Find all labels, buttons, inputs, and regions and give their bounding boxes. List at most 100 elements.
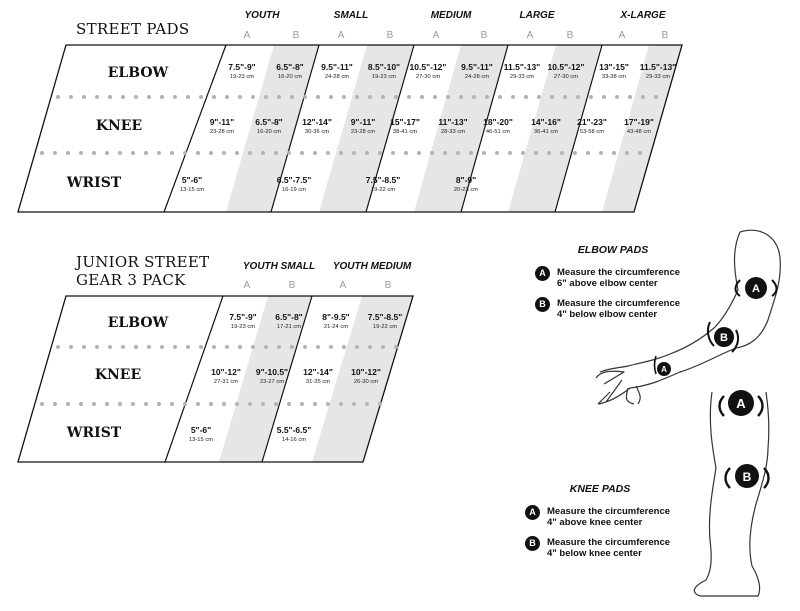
shade-band-medium-b [414, 45, 508, 212]
svg-text:A: A [661, 365, 667, 374]
col-letter: A [243, 280, 251, 291]
street-pads-frame [17, 44, 683, 213]
measure-cell: 9"-11"23-28 cm [350, 117, 376, 135]
street-pads-title: STREET PADS [76, 20, 190, 38]
divider [365, 44, 415, 213]
instruction-line: Measure the circumference [557, 298, 681, 309]
measure-cell: 8"-9"20-23 cm [453, 175, 479, 193]
knee-pads-heading: KNEE PADS [569, 483, 631, 495]
col-letter: A [337, 30, 345, 41]
row-label-wrist: WRIST [66, 175, 122, 191]
junior-pads-title-line1: JUNIOR STREET [76, 253, 210, 271]
measure-cell: 6.5"-8"16-20 cm [255, 117, 283, 135]
measure-cell: 7.5"-8.5"19-22 cm [365, 175, 401, 193]
col-letter: A [243, 30, 251, 41]
measure-cell: 12"-14"31-35 cm [303, 367, 333, 385]
measure-cell: 15"-17"38-41 cm [390, 117, 420, 135]
size-header-youth-medium: YOUTH MEDIUM [332, 261, 412, 272]
divider [460, 44, 509, 213]
junior-pads-frame [17, 295, 414, 463]
shade-band-small-b [319, 45, 414, 212]
col-letter: A [526, 30, 534, 41]
measure-cell: 14"-16"36-41 cm [531, 117, 561, 135]
col-letter: B [566, 30, 574, 41]
svg-text:B: B [720, 332, 728, 344]
measure-cell: 21"-23"53-58 cm [577, 117, 607, 135]
measure-cell: 9"-11"23-28 cm [209, 117, 235, 135]
badge-b-icon: B [535, 297, 550, 312]
measure-cell: 5"-6"13-15 cm [188, 425, 214, 443]
knee-marker-a-icon: A [718, 390, 764, 417]
shade-band-ymedium-b [312, 296, 413, 462]
knee-marker-b-icon: B [724, 464, 770, 489]
divider [163, 44, 227, 213]
row-label-elbow: ELBOW [107, 65, 169, 81]
instruction-line: 4" above knee center [547, 517, 643, 528]
size-header-xlarge: X-LARGE [620, 10, 666, 21]
measure-cell: 18"-20"46-51 cm [483, 117, 513, 135]
measure-cell: 7.5"-9"19-23 cm [228, 62, 256, 80]
row-label-wrist: WRIST [66, 425, 122, 441]
divider [261, 295, 313, 463]
measure-cell: 10.5"-12"27-30 cm [547, 62, 585, 80]
measure-cell: 7.5"-8.5"19-22 cm [367, 312, 403, 330]
svg-text:B: B [743, 470, 752, 484]
col-letter: B [480, 30, 488, 41]
size-header-large: LARGE [519, 10, 555, 21]
elbow-pads-heading: ELBOW PADS [577, 244, 649, 256]
instruction-line: Measure the circumference [547, 537, 671, 548]
size-header-medium: MEDIUM [430, 10, 472, 21]
size-header-small: SMALL [333, 10, 369, 21]
row-label-knee: KNEE [95, 118, 143, 134]
row-label-knee: KNEE [94, 367, 142, 383]
divider [554, 44, 603, 213]
col-letter: A [339, 280, 347, 291]
instruction-line: Measure the circumference [547, 506, 671, 517]
measure-cell: 6.5"-8"16-20 cm [276, 62, 304, 80]
measure-cell: 17"-19"43-48 cm [624, 117, 654, 135]
measure-cell: 11"-13"28-33 cm [438, 117, 468, 135]
measure-cell: 12"-14"30-36 cm [302, 117, 332, 135]
row-label-elbow: ELBOW [107, 315, 169, 331]
badge-b-icon: B [525, 536, 540, 551]
measure-cell: 5.5"-6.5"14-16 cm [276, 425, 312, 443]
measure-cell: 11.5"-13"29-33 cm [639, 62, 677, 80]
leg-illustration [693, 391, 770, 597]
measure-cell: 13"-15"33-38 cm [599, 62, 629, 80]
measure-cell: 7.5"-9"19-23 cm [229, 312, 257, 330]
measure-cell: 10.5"-12"27-30 cm [409, 62, 447, 80]
col-letter: B [386, 30, 394, 41]
elbow-marker-b-icon: B [706, 321, 740, 353]
measure-cell: 9.5"-11"24-28 cm [461, 62, 493, 80]
wrist-marker-icon: A [653, 355, 671, 376]
shade-band-youth-b [226, 45, 319, 212]
col-letter: B [661, 30, 669, 41]
col-letter: A [432, 30, 440, 41]
measure-cell: 11.5"-13"29-33 cm [503, 62, 541, 80]
measure-cell: 6.5"-8"17-21 cm [275, 312, 303, 330]
divider [164, 295, 224, 463]
svg-text:A: A [752, 283, 760, 295]
instruction-line: 4" below knee center [547, 548, 642, 559]
measure-cell: 9.5"-11"24-28 cm [321, 62, 353, 80]
elbow-marker-a-icon: A [734, 277, 778, 299]
shade-band-ysmall-b [219, 296, 312, 462]
shade-band-large-b [508, 45, 601, 212]
col-letter: B [292, 30, 300, 41]
col-letter: A [618, 30, 626, 41]
col-letter: B [384, 280, 392, 291]
junior-pads-title-line2: GEAR 3 PACK [76, 271, 186, 289]
measure-cell: 5"-6"13-15 cm [179, 175, 205, 193]
badge-a-icon: A [525, 505, 540, 520]
svg-text:A: A [736, 396, 746, 411]
col-letter: B [288, 280, 296, 291]
instruction-line: Measure the circumference [557, 267, 681, 278]
measure-cell: 6.5"-7.5"16-19 cm [276, 175, 312, 193]
instruction-line: 6" above elbow center [557, 278, 658, 289]
